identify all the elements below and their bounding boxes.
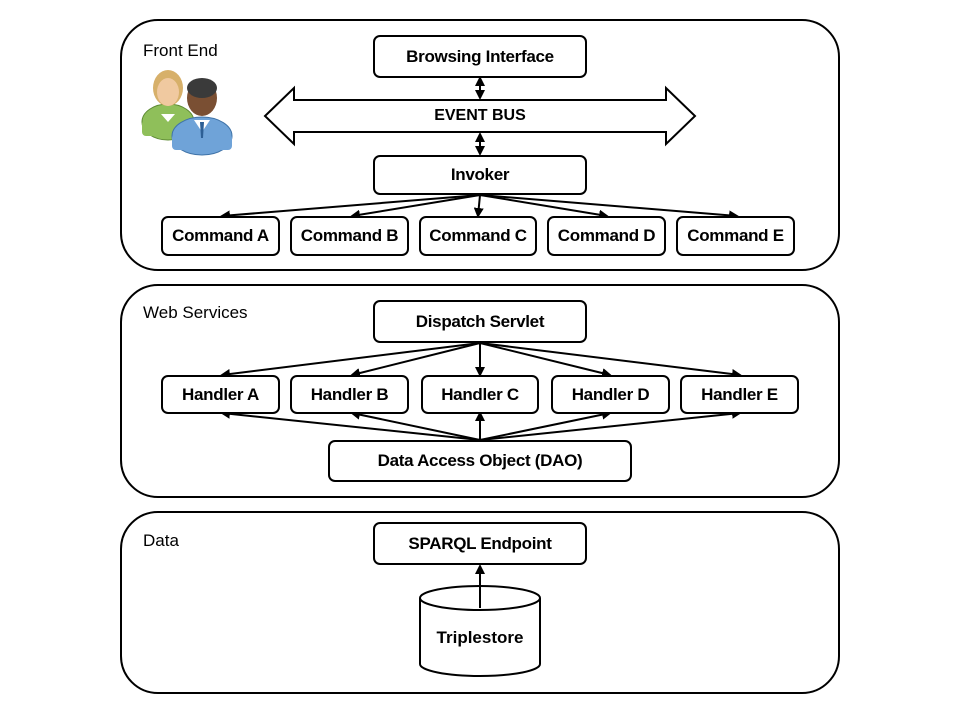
data-label: Data: [143, 531, 179, 550]
command-b-box: Command B: [290, 216, 409, 256]
dispatch-servlet-box: Dispatch Servlet: [373, 300, 587, 343]
handler-e-box: Handler E: [680, 375, 799, 414]
command-a-box: Command A: [161, 216, 280, 256]
event-bus-label: EVENT BUS: [434, 107, 526, 124]
invoker-box: Invoker: [373, 155, 587, 195]
triplestore-cylinder: [419, 585, 541, 677]
command-d-box: Command D: [547, 216, 666, 256]
handler-d-box: Handler D: [551, 375, 670, 414]
front-end-label: Front End: [143, 41, 218, 60]
handler-b-box: Handler B: [290, 375, 409, 414]
users-icon: [141, 70, 233, 156]
dao-box: Data Access Object (DAO): [328, 440, 632, 482]
handler-c-box: Handler C: [421, 375, 539, 414]
browsing-interface-box: Browsing Interface: [373, 35, 587, 78]
sparql-endpoint-box: SPARQL Endpoint: [373, 522, 587, 565]
triplestore-label: Triplestore: [436, 628, 524, 647]
handler-a-box: Handler A: [161, 375, 280, 414]
command-e-box: Command E: [676, 216, 795, 256]
event-bus-arrow: [263, 85, 697, 147]
web-services-label: Web Services: [143, 303, 248, 322]
command-c-box: Command C: [419, 216, 537, 256]
